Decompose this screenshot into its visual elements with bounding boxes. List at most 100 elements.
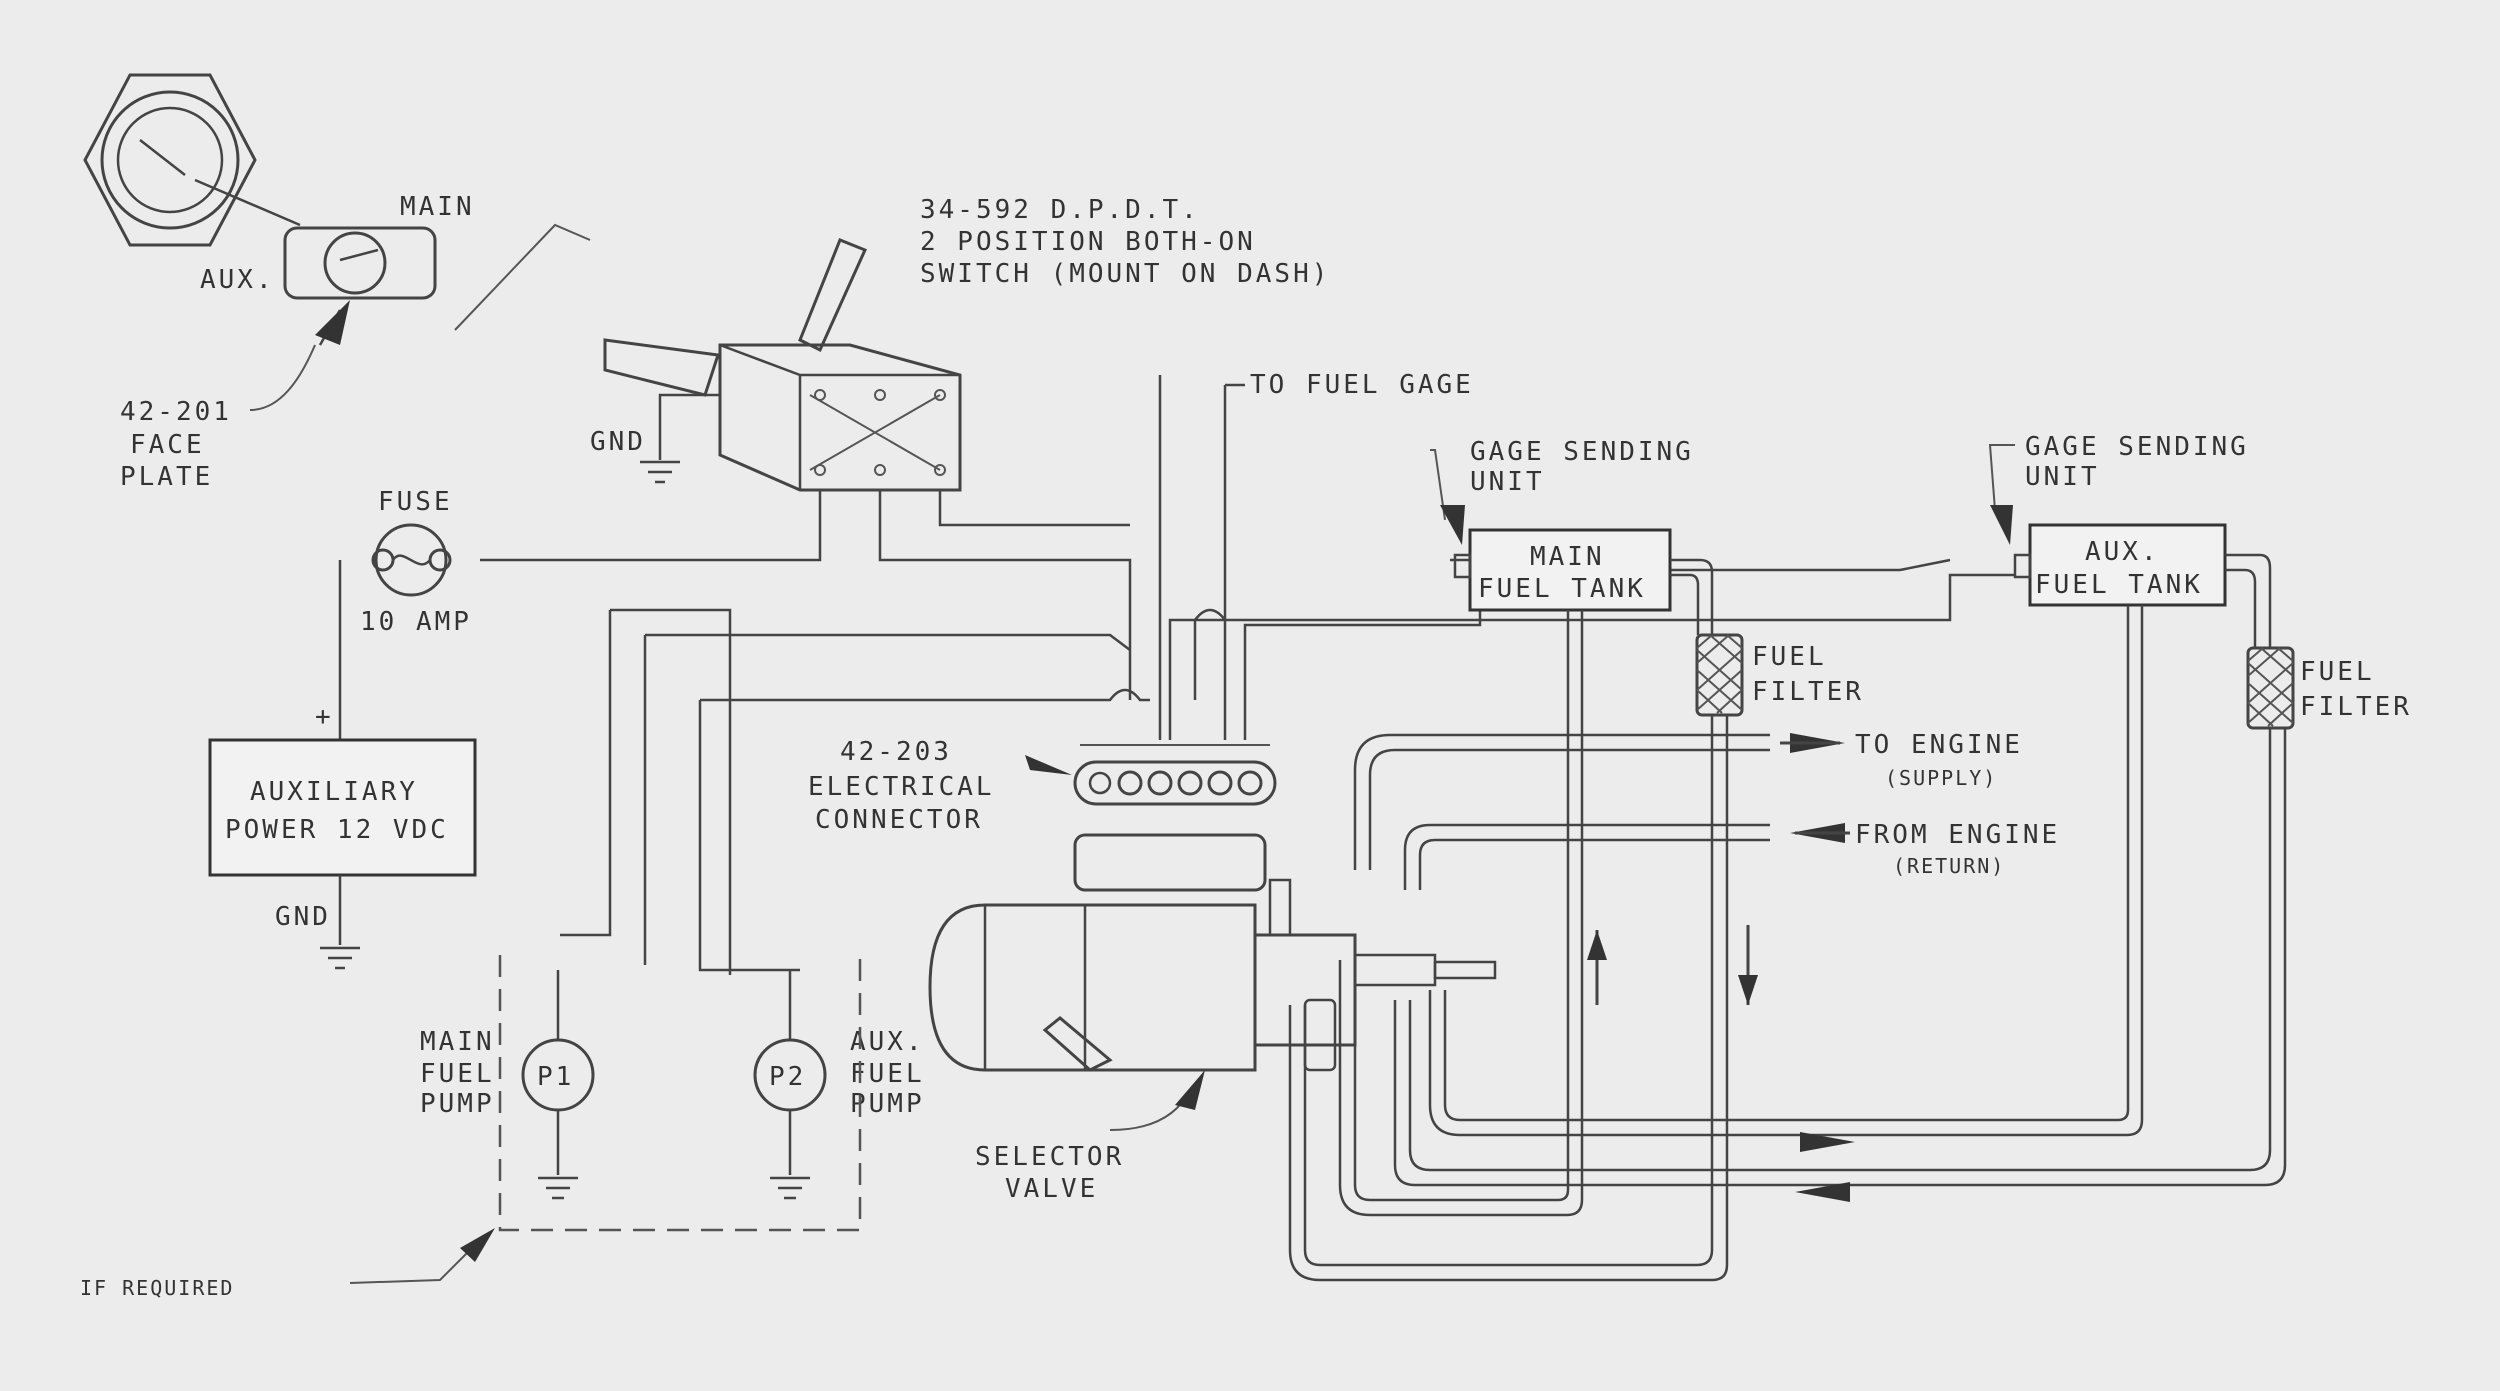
gauge-needle	[139, 139, 186, 176]
fuse-element	[391, 554, 431, 566]
switch-lever-left	[603, 338, 720, 397]
selector-callout	[1109, 1089, 1191, 1131]
label-to-fuel-gage: TO FUEL GAGE	[1250, 370, 1474, 400]
label-switch-1: 34-592 D.P.D.T.	[920, 195, 1200, 225]
flow-arrow-up-head	[1587, 930, 1607, 960]
switch-terminal	[814, 464, 826, 476]
aux-tank-outlet-2	[2225, 568, 2257, 648]
switch-ground	[640, 393, 720, 484]
aux-fuel-pump	[753, 970, 827, 1200]
lower-arrow-right	[1800, 1132, 1855, 1152]
valve-nozzle	[1433, 960, 1497, 980]
connector-body	[1073, 760, 1277, 806]
switch-terminal	[934, 389, 946, 401]
connector-pin	[1117, 770, 1143, 796]
lower-arrow-left	[1795, 1182, 1850, 1202]
valve-housing	[1253, 933, 1357, 1047]
dpdt-switch	[454, 223, 962, 492]
wire-to-aux-pump	[698, 700, 800, 972]
main-tank-drop	[1353, 610, 1570, 1202]
wire-fuse-to-switch	[480, 490, 822, 562]
aux-filter-run-2	[1393, 728, 2287, 1187]
valve-port-bottom	[1303, 998, 1337, 1072]
switch-body	[718, 343, 962, 492]
main-filter-mesh	[1696, 634, 1743, 714]
wire-switch-to-connector-1	[878, 490, 1132, 700]
main-tank-sender	[1453, 553, 1472, 579]
label-aux-tank-2: FUEL TANK	[2035, 570, 2203, 600]
label-main-tank-1: MAIN	[1530, 542, 1605, 572]
aux-filter-mesh	[2247, 647, 2294, 727]
label-main-gage-sending-2: UNIT	[1470, 467, 1545, 497]
label-from-engine: FROM ENGINE	[1855, 820, 2060, 850]
switch-leader-zigzag	[454, 223, 591, 331]
label-aux-power-1: AUXILIARY	[250, 777, 418, 807]
main-filter-loop-outer	[1303, 715, 1714, 1267]
label-switch-3: SWITCH (MOUNT ON DASH)	[920, 259, 1330, 289]
if-required-arrow	[460, 1228, 495, 1262]
switch-terminal	[934, 464, 946, 476]
face-plate-arrow-head	[315, 300, 350, 345]
connector-pin	[1237, 770, 1263, 796]
aux-fuel-tank	[1988, 444, 2227, 607]
face-plate-knob	[323, 231, 387, 295]
label-aux-tank-1: AUX.	[2085, 537, 2160, 567]
main-fuel-pump	[521, 970, 595, 1200]
valve-motor-body	[928, 903, 1257, 1072]
label-plus: +	[315, 702, 334, 732]
label-aux-power-2: POWER 12 VDC	[225, 815, 449, 845]
return-line-2	[1418, 838, 1770, 890]
label-main-gage-sending-1: GAGE SENDING	[1470, 437, 1694, 467]
gauge-dial	[116, 106, 224, 214]
aux-tank-box	[2028, 523, 2227, 607]
connector-pin	[1207, 770, 1233, 796]
label-main-filter-1: FUEL	[1752, 642, 1827, 672]
selector-valve	[928, 833, 1497, 1131]
wire-pump2-run	[700, 688, 1150, 702]
label-fuse: FUSE	[378, 487, 453, 517]
switch-cross-2	[809, 394, 941, 471]
switch-terminal	[874, 389, 886, 401]
flow-arrows	[1587, 733, 1855, 1202]
supply-line	[1353, 733, 1770, 870]
if-required-leader	[349, 1239, 481, 1284]
label-main-filter-2: FILTER	[1752, 677, 1864, 707]
label-aux: AUX.	[200, 265, 275, 295]
wire-top-run	[645, 633, 1131, 651]
auxiliary-power-box	[208, 738, 477, 877]
main-fuel-filter	[1695, 633, 1744, 717]
label-main-tank-2: FUEL TANK	[1478, 574, 1646, 604]
selector-callout-arrow	[1175, 1070, 1205, 1110]
label-if-required: IF REQUIRED	[80, 1276, 234, 1300]
gauge-hex-bezel	[83, 73, 257, 247]
main-fuel-tank	[1430, 449, 1672, 612]
wire-to-aux-sender-top	[1168, 573, 2015, 740]
connector-callout-arrow	[1025, 755, 1072, 775]
switch-terminal	[814, 389, 826, 401]
fuse	[371, 523, 452, 597]
main-sender-arrow	[1440, 505, 1465, 545]
fuse-body	[374, 523, 448, 597]
aux-sender-leader	[1988, 444, 2015, 511]
main-tank-outlet-line	[1670, 558, 1714, 635]
connector-pin	[1088, 771, 1112, 795]
valve-port-top	[1268, 878, 1292, 937]
main-filter-loop-outer-2	[1288, 715, 1729, 1282]
face-plate-callout	[249, 344, 316, 411]
face-plate-selector	[249, 226, 437, 411]
label-main-pump-2: FUEL	[420, 1059, 495, 1089]
flow-arrow-down-head	[1738, 975, 1758, 1005]
valve-port-side	[1353, 953, 1437, 987]
label-power-gnd: GND	[275, 902, 331, 932]
label-p2: P2	[769, 1062, 806, 1092]
aux-tank-drop	[1443, 605, 2130, 1122]
label-connector-2: CONNECTOR	[815, 805, 983, 835]
face-plate-body	[283, 226, 437, 300]
label-aux-pump-3: PUMP	[850, 1089, 925, 1119]
if-required-enclosure	[498, 955, 862, 1232]
aux-tank-drop-2	[1428, 605, 2144, 1137]
label-fuse-rating: 10 AMP	[360, 607, 472, 637]
wire-main-pump-a	[610, 608, 732, 975]
